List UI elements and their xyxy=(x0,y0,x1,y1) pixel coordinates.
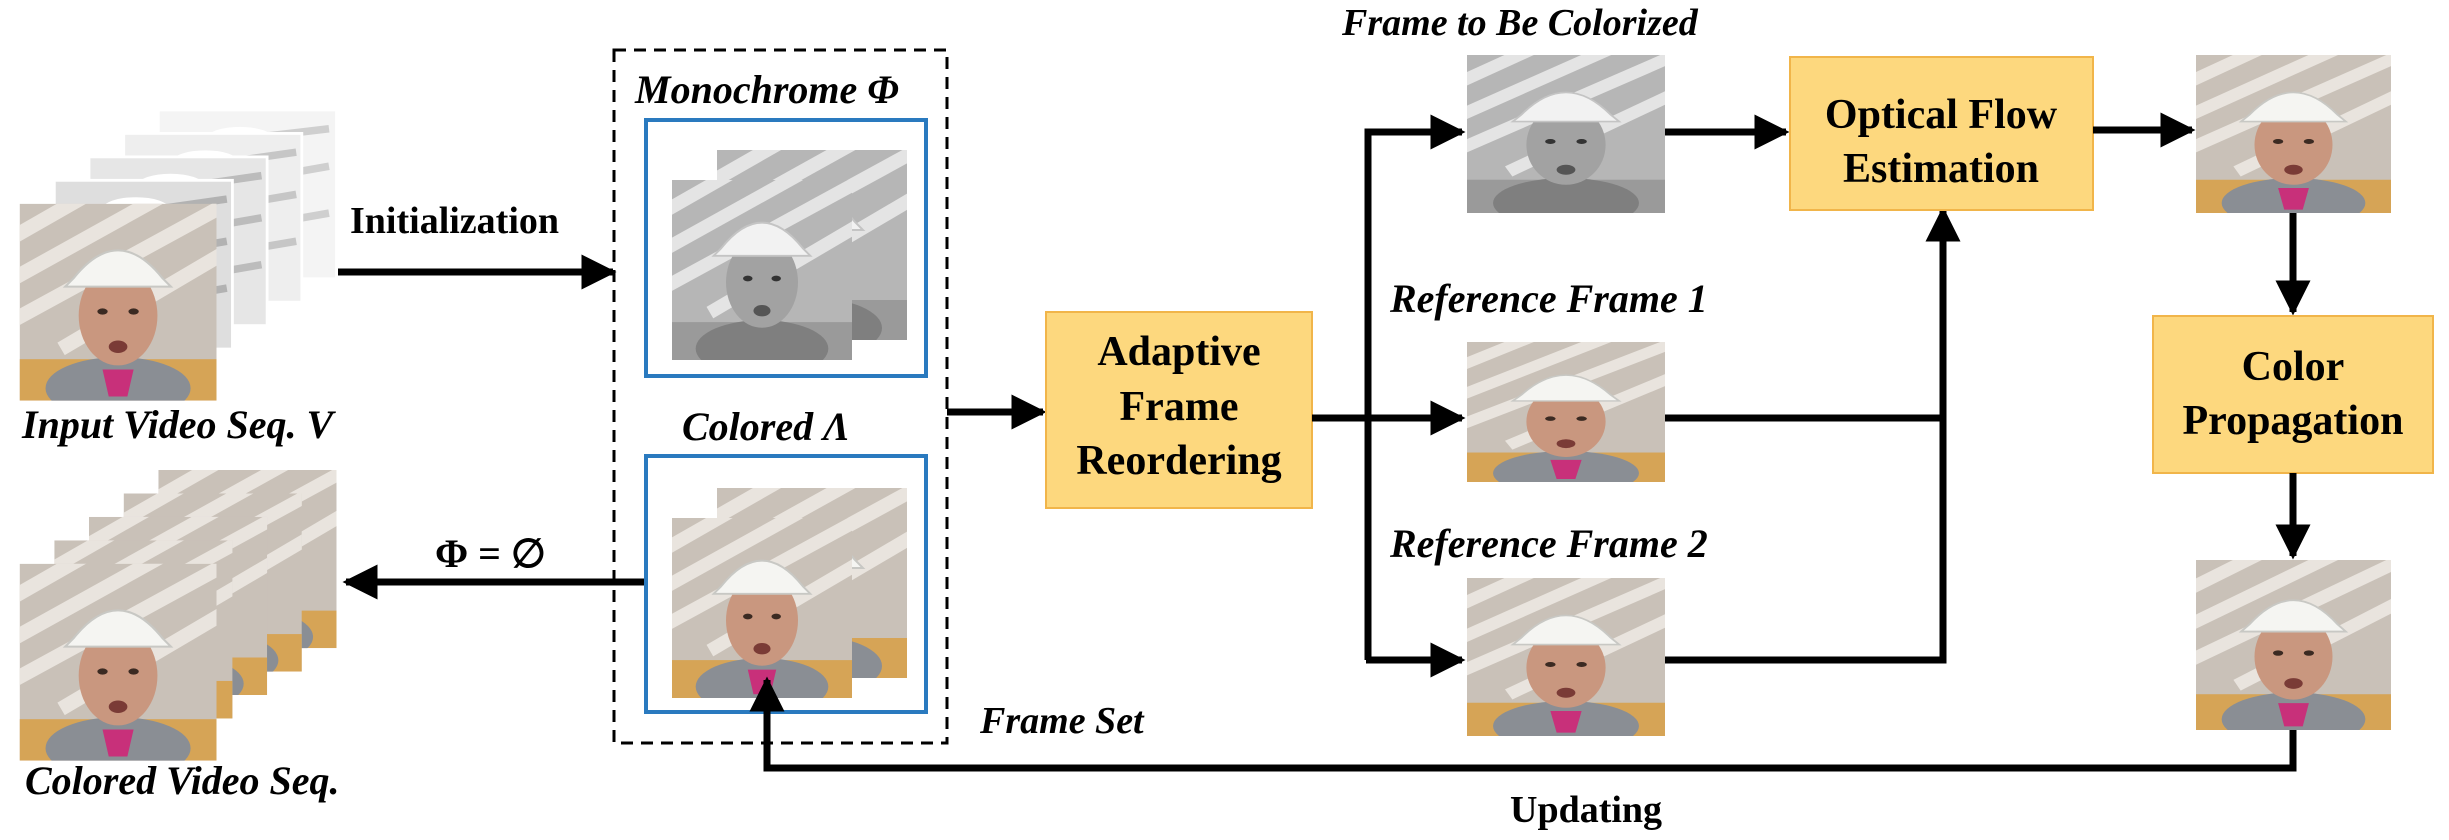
colorized-result-image xyxy=(2175,524,2411,746)
adaptive-line-1: Adaptive xyxy=(1097,329,1260,375)
updating-loop-arrow xyxy=(749,676,2297,772)
updating-label: Updating xyxy=(1510,789,1662,831)
color-prop-line-1: Color xyxy=(2242,344,2345,390)
warped-frame-image xyxy=(2175,22,2411,228)
monochrome-label: Monochrome Φ xyxy=(634,67,899,112)
optical-flow-box xyxy=(1789,56,2094,211)
ref-frame-1-label: Reference Frame 1 xyxy=(1389,276,1708,321)
phi-empty-label: Φ = ∅ xyxy=(435,531,546,576)
ref-frame-2-label: Reference Frame 2 xyxy=(1389,521,1708,566)
initialization-label: Initialization xyxy=(350,200,559,242)
optical-line-2: Estimation xyxy=(1843,146,2039,192)
frame-to-colorize-label: Frame to Be Colorized xyxy=(1341,2,1699,44)
ref-frame-2-image xyxy=(1446,545,1686,751)
frame-set-label: Frame Set xyxy=(979,700,1145,742)
frame-to-colorize-image xyxy=(1446,22,1686,228)
input-video-stack xyxy=(0,110,337,419)
input-seq-label: Input Video Seq. V xyxy=(21,402,337,447)
ref-frame-1-image xyxy=(1446,313,1686,496)
color-propagation-box xyxy=(2152,315,2434,474)
colored-label: Colored Λ xyxy=(682,404,850,449)
adaptive-line-3: Reordering xyxy=(1076,438,1281,484)
colored-seq-label: Colored Video Seq. xyxy=(25,758,339,803)
adaptive-line-2: Frame xyxy=(1120,384,1239,430)
ref2-to-optical-arrow xyxy=(1665,206,1961,664)
color-prop-line-2: Propagation xyxy=(2183,398,2404,444)
optical-line-1: Optical Flow xyxy=(1825,92,2058,138)
adaptive-reordering-box xyxy=(1045,311,1313,509)
colored-video-stack xyxy=(0,433,355,780)
to-frame-colorize-arrow xyxy=(1364,114,1466,660)
frame-set-container xyxy=(612,48,949,745)
